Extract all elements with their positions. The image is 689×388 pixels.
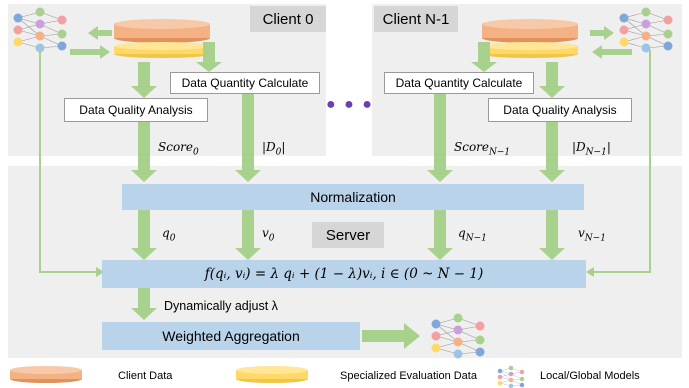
score-0-label: Score0 xyxy=(158,140,199,158)
client-0-title: Client 0 xyxy=(250,6,326,32)
d0-label: |D0| xyxy=(262,140,286,158)
legend-client-data-label: Client Data xyxy=(118,370,173,382)
weighted-aggregation-box: Weighted Aggregation xyxy=(102,322,360,350)
ellipsis-dots: ● ● ● xyxy=(326,96,374,113)
legend-eval-data-swatch xyxy=(236,366,308,383)
dn-label: |DN−1| xyxy=(572,140,611,158)
vn-label: vN−1 xyxy=(578,226,606,244)
legend-models-icon xyxy=(497,365,525,388)
v0-label: v0 xyxy=(262,226,275,244)
client-0-quality-box: Data Quality Analysis xyxy=(64,98,208,122)
legend-eval-data-label: Specialized Evaluation Data xyxy=(340,370,477,382)
formula-text: f(qᵢ, vᵢ) = λ qᵢ + (1 − λ)vᵢ, i ∈ (0 ~ N… xyxy=(204,266,484,282)
qn-label: qN−1 xyxy=(458,226,487,244)
client-n-quality-box: Data Quality Analysis xyxy=(488,98,632,122)
score-n-label: ScoreN−1 xyxy=(454,140,511,158)
client-n-quantity-box: Data Quantity Calculate xyxy=(384,72,534,94)
legend-models-label: Local/Global Models xyxy=(540,370,640,382)
legend-client-data-swatch xyxy=(10,366,82,383)
client-n-title: Client N-1 xyxy=(374,6,458,32)
client-0-quantity-box: Data Quantity Calculate xyxy=(170,72,320,94)
server-title: Server xyxy=(312,222,384,248)
formula-box: f(qᵢ, vᵢ) = λ qᵢ + (1 − λ)vᵢ, i ∈ (0 ~ N… xyxy=(102,260,586,288)
adjust-label: Dynamically adjust λ xyxy=(164,299,278,313)
normalization-box: Normalization xyxy=(122,184,584,210)
q0-label: q0 xyxy=(162,226,176,244)
